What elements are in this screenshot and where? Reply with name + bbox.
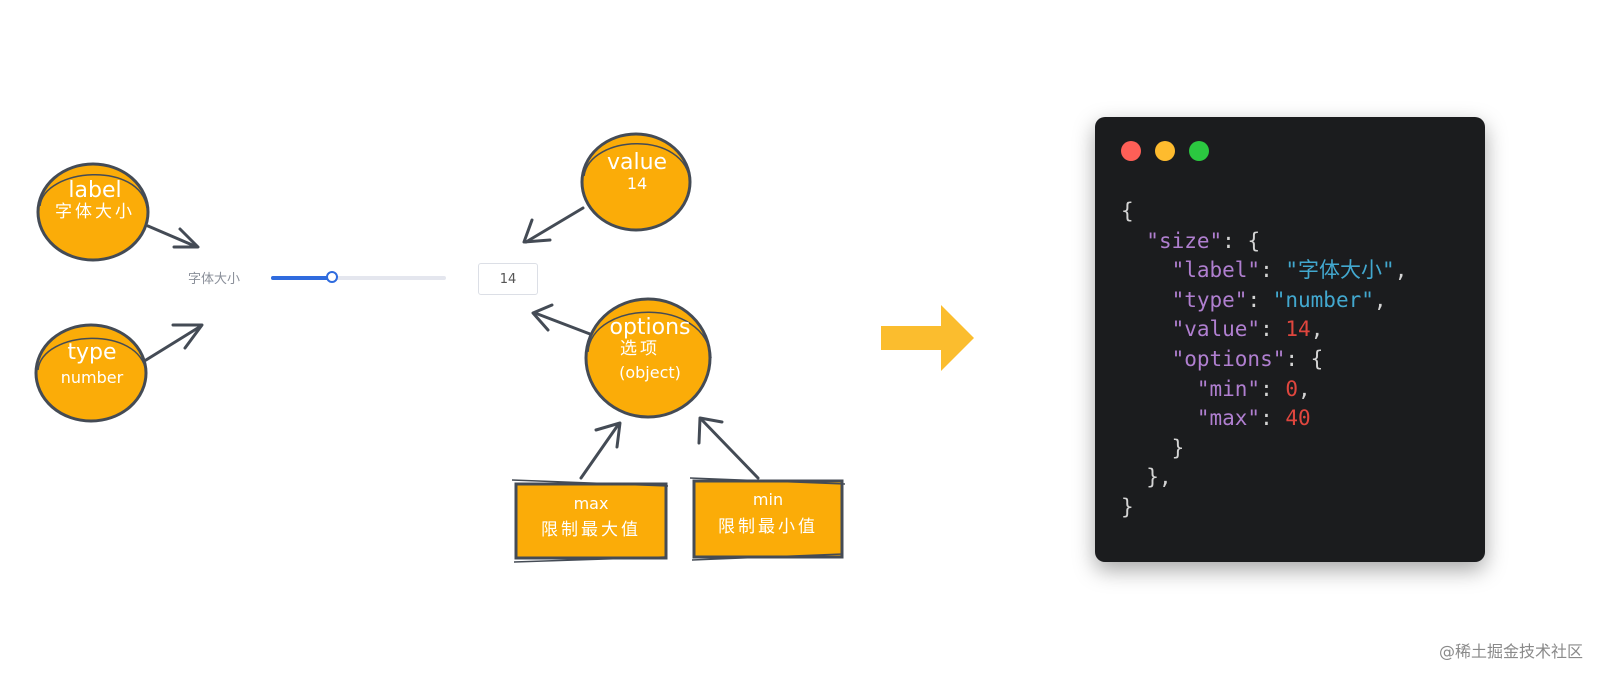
code-value-label: "字体大小" xyxy=(1285,258,1395,283)
slider-thumb[interactable] xyxy=(326,271,339,283)
arrow-label-to-control xyxy=(146,224,200,249)
arrow-min-to-options xyxy=(697,416,760,480)
arrow-options-to-input xyxy=(531,303,592,336)
bubble-label-title: label xyxy=(68,178,122,203)
arrow-type-to-control xyxy=(144,323,204,362)
bubble-value-text: value 14 xyxy=(607,150,667,194)
code-brace: } xyxy=(1171,435,1185,460)
window-minimize-icon[interactable] xyxy=(1155,141,1175,161)
box-max-sub: 限制最大值 xyxy=(541,520,641,541)
bubble-options-sub2: (object) xyxy=(619,362,681,382)
json-code: { "size": { "label": "字体大小", "type": "nu… xyxy=(1121,199,1408,519)
bubble-label xyxy=(36,162,150,262)
box-min-text: min 限制最小值 xyxy=(718,490,818,538)
box-max-text: max 限制最大值 xyxy=(541,494,641,541)
bubble-options-text: options 选项 (object) xyxy=(609,315,690,382)
box-max xyxy=(511,479,669,563)
font-size-slider[interactable] xyxy=(271,271,446,283)
arrow-max-to-options xyxy=(579,421,622,480)
code-brace: } xyxy=(1121,494,1134,519)
code-brace: { xyxy=(1121,199,1134,223)
box-max-title: max xyxy=(573,494,609,513)
code-key-label: "label" xyxy=(1171,258,1261,283)
code-key-value: "value" xyxy=(1171,317,1261,342)
bubble-options-sub: 选项 xyxy=(620,339,660,360)
code-value-value: 14 xyxy=(1285,317,1311,342)
arrow-value-to-input xyxy=(522,206,585,244)
code-key-max: "max" xyxy=(1196,406,1261,431)
code-key-type: "type" xyxy=(1171,287,1248,312)
bubble-options-title: options xyxy=(609,315,691,340)
box-min-title: min xyxy=(752,490,784,509)
bubble-type-sub: number xyxy=(60,368,124,388)
bubble-label-sub: 字体大小 xyxy=(55,202,135,223)
bubble-value xyxy=(580,132,692,232)
bubble-value-title: value xyxy=(606,150,668,175)
code-key-options: "options" xyxy=(1171,346,1286,371)
code-window: { "size": { "label": "字体大小", "type": "nu… xyxy=(1095,117,1485,562)
watermark: @稀土掘金技术社区 xyxy=(1438,642,1583,661)
code-key-min: "min" xyxy=(1196,376,1261,401)
code-value-min: 0 xyxy=(1285,376,1299,401)
font-size-label: 字体大小 xyxy=(188,272,241,287)
font-size-input[interactable]: 14 xyxy=(478,263,538,295)
bubble-type-title: type xyxy=(67,340,117,365)
code-key-size: "size" xyxy=(1146,228,1223,253)
code-value-type: "number" xyxy=(1272,287,1374,312)
box-min xyxy=(689,477,846,561)
bubble-type xyxy=(34,323,148,423)
window-maximize-icon[interactable] xyxy=(1189,141,1209,161)
bubble-options xyxy=(584,297,712,419)
bubble-type-text: type number xyxy=(61,340,123,388)
slider-fill xyxy=(271,276,333,280)
code-value-max: 40 xyxy=(1285,406,1311,431)
bubble-value-sub: 14 xyxy=(626,174,648,194)
window-close-icon[interactable] xyxy=(1121,141,1141,161)
box-min-sub: 限制最小值 xyxy=(718,517,818,538)
bubble-label-text: label 字体大小 xyxy=(55,178,135,223)
big-right-arrow-icon xyxy=(881,305,974,371)
code-brace: }, xyxy=(1146,465,1172,490)
